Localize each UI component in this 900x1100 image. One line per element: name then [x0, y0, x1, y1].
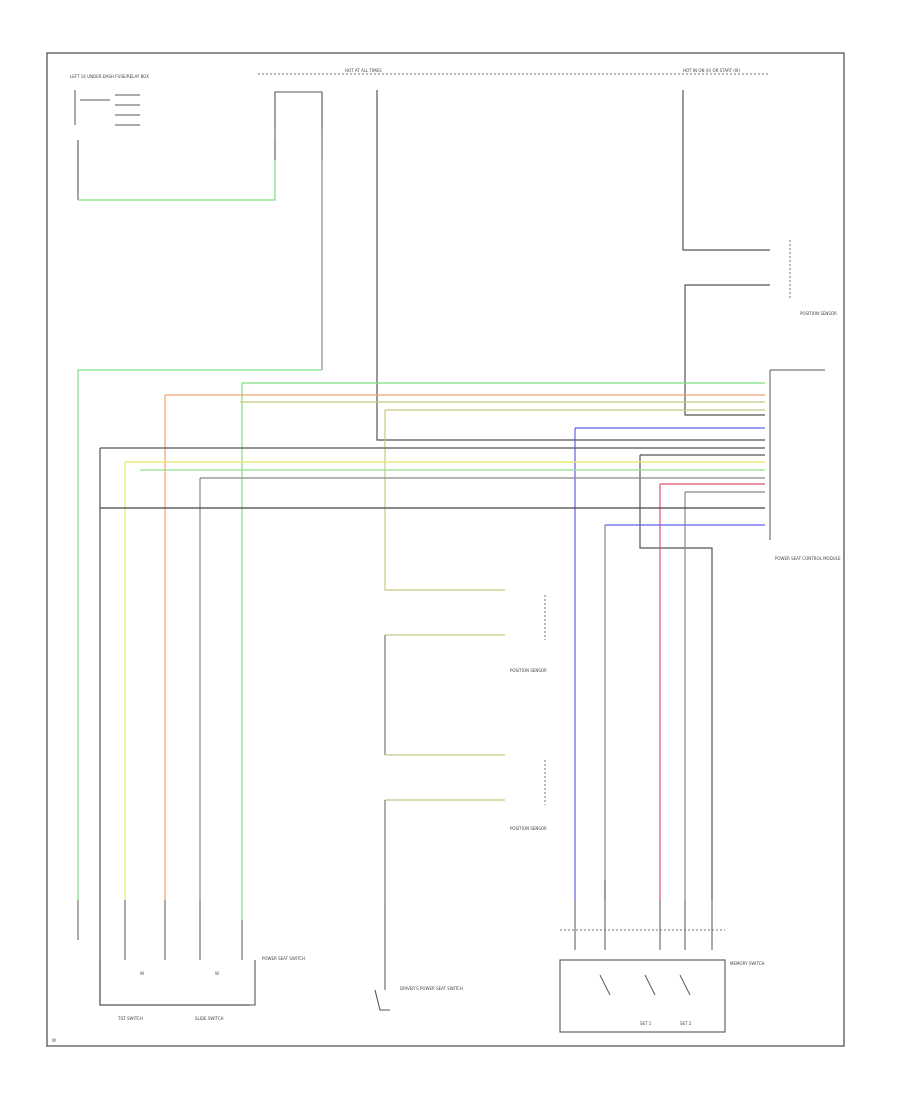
relay-top	[274, 91, 323, 160]
label-seat-switch-center: DRIVER'S POWER SEAT SWITCH	[400, 986, 463, 991]
wire-green-top	[78, 140, 276, 201]
wire-olive-drop-1	[384, 410, 505, 591]
wire-gray-drop-right	[639, 455, 713, 900]
label-right-fusebox: HOT IN ON (II) OR START (III)	[683, 68, 740, 73]
left-fuse-block	[74, 90, 140, 200]
wire-black-drop-1	[99, 448, 250, 1006]
label-center-fuse: HOT AT ALL TIMES	[345, 68, 382, 73]
label-memory-switch: MEMORY SWITCH	[730, 961, 765, 966]
label-set2: SET 2	[680, 1021, 692, 1026]
wire-green-long-left	[77, 369, 322, 900]
seat-switch-left: W W	[77, 900, 256, 1006]
svg-text:W: W	[215, 971, 219, 976]
seat-switch-center	[374, 900, 390, 1011]
label-position-sensor-top: POSITION SENSOR	[800, 311, 837, 316]
wire-right-gray	[682, 90, 770, 251]
label-set1: SET 1	[640, 1021, 652, 1026]
label-position-sensor-mid2: POSITION SENSOR	[510, 826, 547, 831]
label-position-sensor-mid1: POSITION SENSOR	[510, 668, 547, 673]
wire-right-gray-2	[684, 284, 770, 416]
footer-mark: W	[52, 1038, 56, 1043]
svg-text:W: W	[140, 971, 144, 976]
wire-center-black	[376, 90, 765, 441]
label-slide-switch: SLIDE SWITCH	[195, 1016, 224, 1021]
memory-switch-box	[559, 880, 726, 1033]
label-seat-switch-left: POWER SEAT SWITCH	[262, 956, 305, 961]
label-left-fusebox: LEFT 14 UNDER-DASH FUSE/RELAY BOX	[70, 74, 149, 79]
label-memory-module: POWER SEAT CONTROL MODULE	[775, 556, 841, 561]
label-tilt-switch: TILT SWITCH	[117, 1016, 143, 1021]
diagram-frame	[46, 52, 845, 1047]
